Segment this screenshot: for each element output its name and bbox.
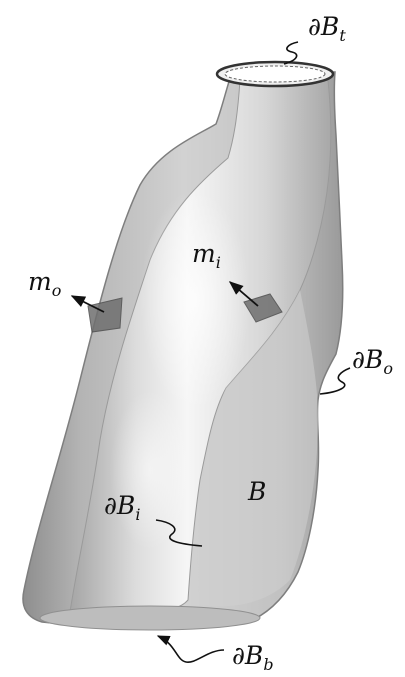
top-opening-inner: [225, 66, 325, 82]
outer-normal-label: mo: [28, 267, 61, 300]
inner-boundary-label: ∂Bi: [104, 491, 140, 524]
top-boundary-label: ∂Bt: [308, 12, 346, 45]
region-label: B: [247, 477, 266, 506]
bottom-cap: [40, 606, 260, 630]
top-boundary-leader: [284, 42, 298, 64]
outer-boundary-label: ∂Bo: [352, 345, 393, 378]
surface-highlight-lower: [110, 390, 190, 550]
outer-normal-patch: [88, 298, 122, 332]
surface-highlight: [140, 190, 250, 410]
bottom-boundary-leader: [158, 636, 224, 662]
bottom-boundary-label: ∂Bb: [232, 641, 274, 674]
